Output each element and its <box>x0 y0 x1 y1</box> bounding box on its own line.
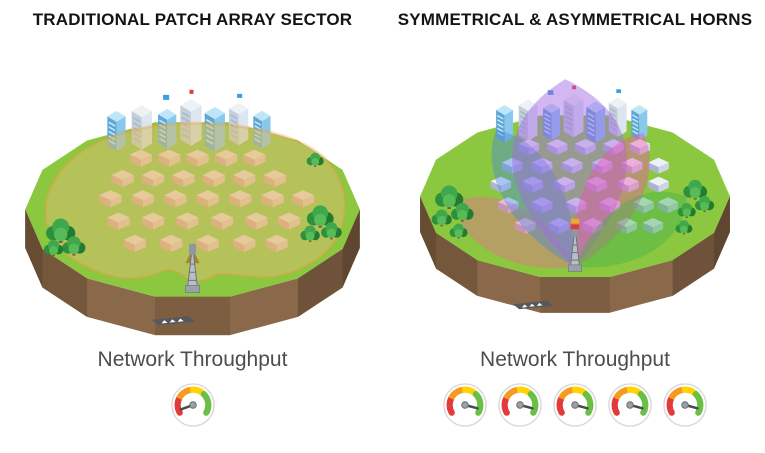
magenta-beam <box>573 132 650 267</box>
right-stage <box>406 32 744 340</box>
blue-beam <box>491 130 576 267</box>
horn-module-yellow <box>570 218 580 224</box>
island-dirt <box>25 209 360 336</box>
right-panel: SYMMETRICAL & ASYMMETRICAL HORNS <box>385 0 765 453</box>
pink-beam <box>454 196 575 268</box>
right-gauge-row <box>442 382 708 428</box>
sector-coverage-area <box>43 121 347 288</box>
left-island-illustration <box>25 89 360 336</box>
island-dirt <box>420 196 730 313</box>
throughput-gauge-icon <box>443 383 487 427</box>
left-title: TRADITIONAL PATCH ARRAY SECTOR <box>32 10 353 29</box>
throughput-gauge-icon <box>170 383 215 427</box>
throughput-gauge-icon <box>498 383 542 427</box>
right-title: SYMMETRICAL & ASYMMETRICAL HORNS <box>397 10 753 29</box>
purple-beam <box>512 79 627 267</box>
throughput-gauge-icon <box>608 383 652 427</box>
city-skyline <box>495 85 648 144</box>
left-throughput-label: Network Throughput <box>97 348 288 371</box>
right-island-illustration <box>420 79 730 313</box>
left-panel: TRADITIONAL PATCH ARRAY SECTOR <box>10 10 375 428</box>
right-throughput-label: Network Throughput <box>480 348 670 371</box>
horn-module-red <box>570 224 580 230</box>
throughput-gauge-icon <box>553 383 597 427</box>
antenna-mast <box>567 218 583 272</box>
horn-beams <box>454 79 687 268</box>
city-skyline <box>106 89 272 153</box>
throughput-gauge-icon <box>663 383 707 427</box>
green-beam <box>575 191 687 268</box>
left-gauge-row <box>170 382 216 428</box>
island-grass <box>420 115 730 278</box>
left-stage <box>10 32 375 340</box>
